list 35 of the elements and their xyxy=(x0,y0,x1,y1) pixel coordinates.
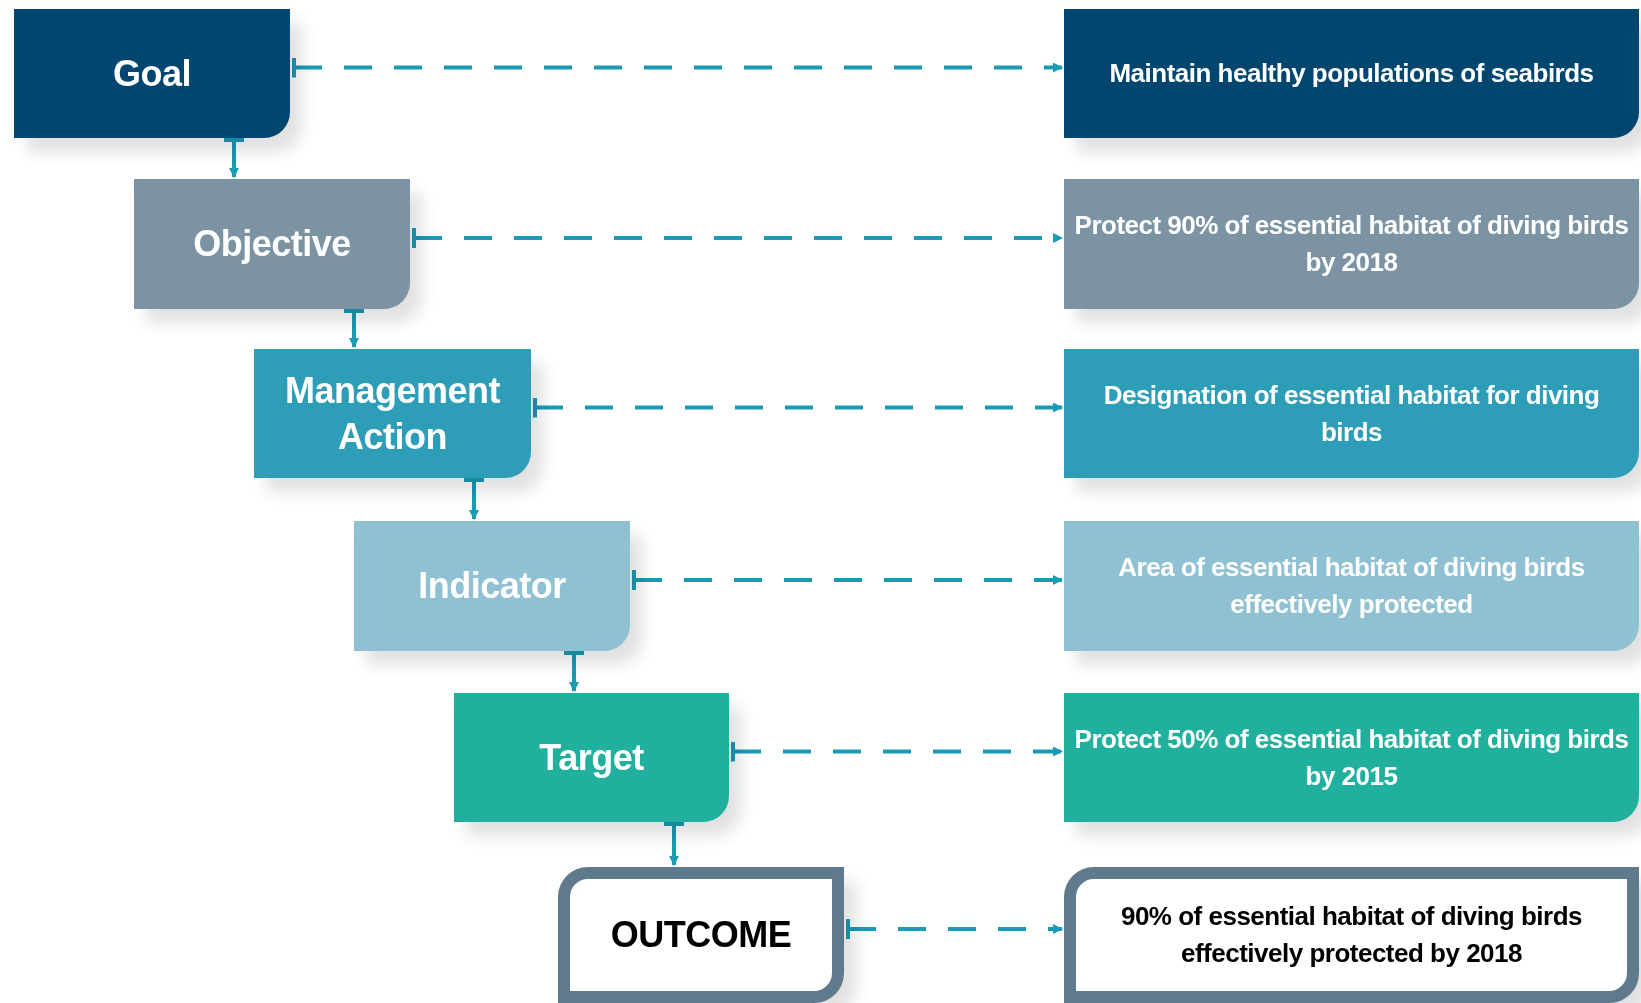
stage-label: Management Action xyxy=(283,368,501,459)
description-box xyxy=(1064,521,1639,651)
arrow xyxy=(464,478,484,520)
stage-label: Indicator xyxy=(417,564,567,608)
description-text: 90% of essential habitat of diving birds effectively protected by 2018 xyxy=(1119,900,1584,970)
arrow xyxy=(533,397,1063,418)
description-box xyxy=(1064,349,1639,478)
stage-box xyxy=(354,521,630,651)
arrow xyxy=(564,651,584,692)
arrow xyxy=(412,228,1063,248)
description-text: Protect 90% of essential habitat of diving birds by 2018 xyxy=(1073,209,1630,279)
description-text: Area of essential habitat of diving birds effectively protected xyxy=(1117,551,1586,621)
description-box xyxy=(1064,693,1639,822)
description-text: Maintain healthy populations of seabirds xyxy=(1108,57,1595,90)
arrow xyxy=(664,822,684,866)
stage-label: Objective xyxy=(192,222,352,266)
stage-box xyxy=(134,179,410,309)
description-box xyxy=(1064,179,1639,309)
arrow xyxy=(224,138,244,178)
stage-box xyxy=(254,349,531,478)
stage-label: OUTCOME xyxy=(609,913,793,957)
arrow xyxy=(731,741,1063,762)
stage-box xyxy=(558,867,844,1003)
arrow xyxy=(632,570,1063,590)
stage-box xyxy=(14,9,290,138)
description-text: Protect 50% of essential habitat of diving birds by 2015 xyxy=(1073,722,1630,793)
description-text: Designation of essential habitat for diving birds xyxy=(1102,378,1601,449)
arrow xyxy=(846,919,1063,939)
stage-label: Target xyxy=(538,735,645,780)
stage-label: Goal xyxy=(112,51,192,96)
stage-box xyxy=(454,693,729,822)
arrow xyxy=(292,57,1063,78)
description-box xyxy=(1064,867,1639,1003)
description-box xyxy=(1064,9,1639,138)
arrow xyxy=(344,309,364,348)
